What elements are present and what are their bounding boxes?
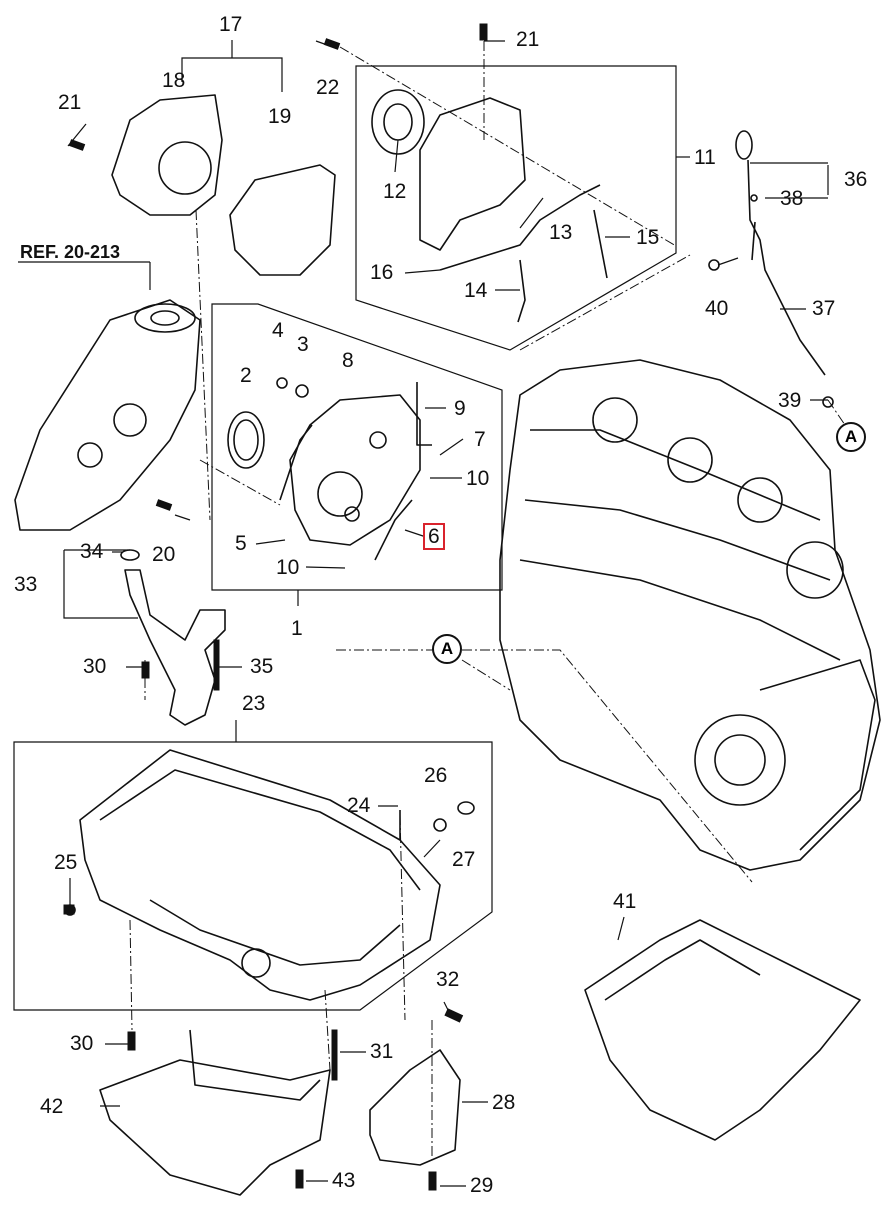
callout-19: 19 — [268, 105, 292, 128]
callout-10b: 10 — [276, 556, 300, 579]
callout-34: 34 — [80, 540, 104, 563]
callout-39: 39 — [778, 389, 802, 412]
callout-31: 31 — [370, 1040, 394, 1063]
callout-23: 23 — [242, 692, 266, 715]
callout-21a: 21 — [58, 91, 82, 114]
gasket-19-shape — [229, 164, 336, 276]
stiffener-28-shape — [369, 1049, 461, 1166]
callout-6-highlighted[interactable]: 6 — [423, 523, 445, 550]
callout-24: 24 — [347, 794, 371, 817]
front-cover-plate-shape — [289, 394, 421, 546]
callout-27: 27 — [452, 848, 476, 871]
oil-pan-group-box — [13, 741, 493, 1011]
lower-oil-pan-shape — [584, 919, 861, 1141]
reference-label: REF. 20-213 — [20, 242, 121, 262]
callout-16: 16 — [370, 261, 394, 284]
callout-40: 40 — [705, 297, 729, 320]
callout-5: 5 — [235, 532, 247, 555]
callout-30b: 30 — [70, 1032, 94, 1055]
upper-timing-cover-shape — [111, 94, 223, 216]
callout-17: 17 — [219, 13, 243, 36]
callout-4: 4 — [272, 319, 284, 342]
oil-strainer-shape — [124, 569, 226, 726]
callout-33: 33 — [14, 573, 38, 596]
callout-1: 1 — [291, 617, 303, 640]
baffle-42-shape — [99, 1059, 331, 1196]
timing-cover-11-shape — [419, 97, 526, 251]
callout-9: 9 — [454, 397, 466, 420]
callout-14: 14 — [464, 279, 488, 302]
callout-3: 3 — [297, 333, 309, 356]
callout-38: 38 — [780, 187, 804, 210]
callout-32: 32 — [436, 968, 460, 991]
callout-29: 29 — [470, 1174, 494, 1197]
front-cover-group-box — [211, 303, 503, 591]
callout-22: 22 — [316, 76, 340, 99]
callout-26: 26 — [424, 764, 448, 787]
callout-36: 36 — [844, 168, 868, 191]
callout-35: 35 — [250, 655, 274, 678]
callout-20: 20 — [152, 543, 176, 566]
connector-a-upper: A — [836, 422, 866, 452]
bracket-17 — [181, 57, 283, 92]
callout-37: 37 — [812, 297, 836, 320]
callout-42: 42 — [40, 1095, 64, 1118]
callout-25: 25 — [54, 851, 78, 874]
callout-41: 41 — [613, 890, 637, 913]
callout-15: 15 — [636, 226, 660, 249]
callout-13: 13 — [549, 221, 573, 244]
connector-a-lower: A — [432, 634, 462, 664]
callout-43: 43 — [332, 1169, 356, 1192]
callout-12: 12 — [383, 180, 407, 203]
callout-10a: 10 — [466, 467, 490, 490]
callout-28: 28 — [492, 1091, 516, 1114]
callout-18: 18 — [162, 69, 186, 92]
callout-7: 7 — [474, 428, 486, 451]
callout-30a: 30 — [83, 655, 107, 678]
engine-block-shape — [499, 359, 881, 871]
callout-11: 11 — [694, 146, 716, 169]
oil-pump-shape — [14, 299, 201, 531]
callout-2: 2 — [240, 364, 252, 387]
bracket-33 — [63, 550, 138, 619]
callout-21b: 21 — [516, 28, 540, 51]
callout-8: 8 — [342, 349, 354, 372]
oil-pan-shape — [79, 749, 441, 1001]
timing-cover-group-box — [355, 65, 677, 351]
